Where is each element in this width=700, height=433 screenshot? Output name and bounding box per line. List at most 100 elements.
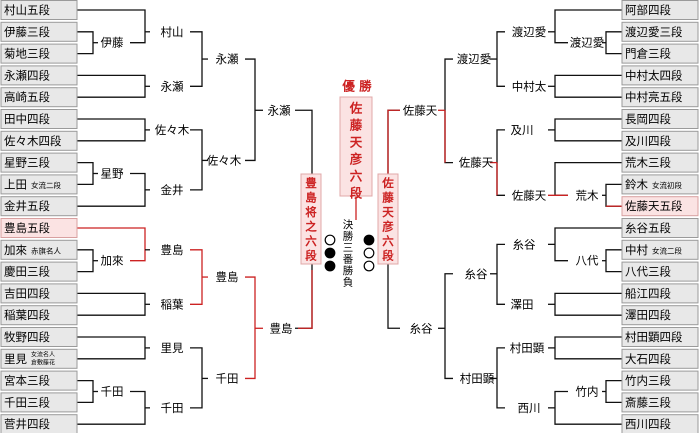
left-entrant-name: 里見 [4,352,27,366]
left-finalist-box [300,173,322,265]
left-entrant-title: 女流名人 [31,350,55,358]
svg-text:決: 決 [343,219,354,231]
right-entrant-box [621,305,699,326]
left-r2-result: 金井 [161,183,184,197]
left-entrant-box [0,174,78,195]
right-r3-result: 渡辺愛 [457,52,492,66]
right-entrant-name: 船江四段 [625,286,671,300]
right-entrant-name: 中村 [625,243,648,257]
right-entrant-name: 澤田四段 [625,308,671,322]
svg-text:三: 三 [343,242,354,254]
right-r3-line [496,347,505,409]
right-entrant-box [621,348,699,369]
left-entrant-name: 豊島五段 [4,221,50,235]
right-entrant-title: 女流初段 [652,180,682,190]
left-r4-line [245,58,256,162]
right-game-result [363,247,375,259]
right-entrant-name: 八代三段 [625,265,671,279]
left-sf-red [298,270,313,329]
svg-text:勝: 勝 [343,230,354,243]
right-r2-result: 澤田 [511,297,534,311]
svg-text:藤: 藤 [349,118,363,133]
right-entrant-name: 中村亮五段 [625,90,683,104]
svg-text:六: 六 [350,169,363,184]
right-r1-result: 八代 [576,254,599,268]
right-r2-result: 渡辺愛 [512,25,547,39]
right-entrant-name: 門倉三段 [625,47,671,61]
left-entrant-box [0,261,78,282]
right-entrant-name: 竹内三段 [625,374,671,388]
svg-text:負: 負 [343,277,354,289]
right-entrant-box [621,21,699,42]
right-r1-result: 渡辺愛 [570,36,605,50]
result-labels: 伊藤星野加來千田村山永瀬佐々木金井豊島稲葉里見千田永瀬佐々木豊島千田永瀬豊島渡辺… [101,25,605,415]
right-r2-line [554,336,622,360]
left-entrant-title: 赤旗名人 [31,245,61,255]
svg-text:豊: 豊 [305,176,317,190]
left-entrant-title: 倉敷藤花 [31,358,55,366]
left-r4-line [245,276,256,380]
left-r2-line [77,9,146,44]
svg-text:佐: 佐 [349,101,363,116]
svg-text:島: 島 [305,191,317,205]
left-game-result [324,247,336,259]
svg-text:番: 番 [343,254,354,266]
right-entrant-name: 阿部四段 [625,3,671,17]
left-pair-line [77,31,94,55]
right-sf-red [387,109,400,178]
left-r3-line [190,129,203,191]
left-entrant-name: 田中四段 [4,112,50,126]
champion-label: 優 勝 [341,79,372,94]
right-entrant-name: 鈴木 [625,177,648,191]
svg-text:六: 六 [305,234,317,248]
right-entrant-name: 中村太四段 [625,68,683,82]
svg-text:将: 将 [305,205,317,219]
right-entrant-box [621,152,699,173]
bracket-lines [77,9,622,425]
right-entrant-name: 及川四段 [625,134,671,148]
left-r3-result: 千田 [216,371,239,385]
right-entrant-box [621,218,699,238]
svg-text:段: 段 [382,249,394,263]
left-r2-result: 稲葉 [161,297,184,311]
right-r2-result: 西川 [518,401,541,415]
right-r2-line [554,118,622,142]
right-entrant-name: 西川四段 [625,417,671,431]
left-r3-result: 佐々木 [207,153,242,167]
right-r2-result: 及川 [511,123,534,137]
left-entrant-box [0,43,78,64]
left-entrant-name: 村山五段 [4,3,50,17]
right-entrant-name: 斎藤三段 [625,395,671,409]
left-r1-result: 加來 [101,254,124,268]
left-entrant-box [0,283,78,304]
right-r3-result: 糸谷 [465,267,488,281]
left-entrant-name: 菅井四段 [4,417,50,431]
right-r3-line [496,129,505,196]
left-r3-line [190,31,203,87]
right-entrant-name: 佐藤天五段 [625,199,683,213]
right-entrant-name: 大石四段 [625,352,671,366]
right-r2-result: 糸谷 [513,237,536,251]
champion-box [339,96,373,197]
right-r2-line [554,292,622,316]
left-entrant-name: 千田三段 [4,395,50,409]
left-entrant-box [0,152,78,173]
left-pair-line [77,379,94,404]
left-r2-result: 村山 [161,25,184,39]
left-r3-line [190,249,203,305]
left-entrant-box [0,305,78,326]
right-r1-result: 荒木 [576,188,599,202]
left-r2-result: 豊島 [161,243,184,257]
left-entrant-name: 宮本三段 [4,374,50,388]
left-entrant-name: 稲葉四段 [4,308,50,322]
svg-text:天: 天 [382,205,394,219]
right-r2-line [554,9,622,44]
right-entrant-title: 女流二段 [652,245,682,255]
left-entrant-box [0,348,78,369]
left-entrant-box [0,109,78,129]
left-r2-line [77,227,146,262]
